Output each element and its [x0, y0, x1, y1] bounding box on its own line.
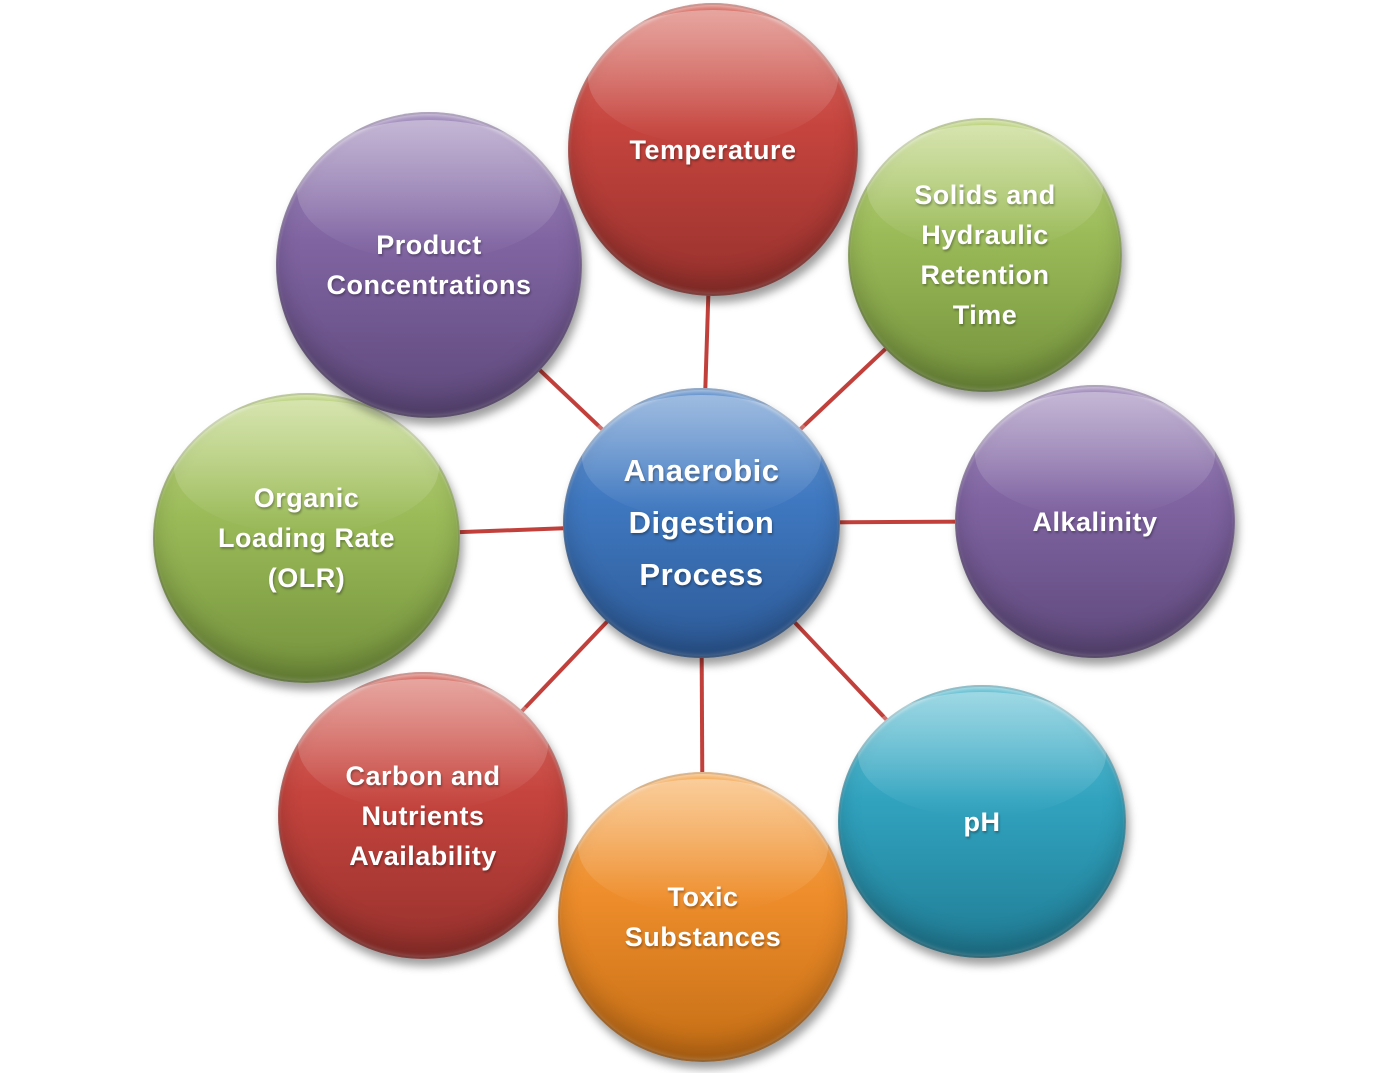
node-label: (OLR) — [267, 563, 346, 593]
node-label: Availability — [349, 840, 497, 871]
node-label: Alkalinity — [1032, 506, 1158, 537]
node-label: Carbon and — [345, 760, 501, 791]
node-product-concentrations: Product Concentrations — [276, 112, 582, 418]
node-solids-hydraulic-retention-time: Solids and Hydraulic Retention Time — [848, 118, 1122, 392]
center-node-label: Anaerobic — [623, 453, 780, 488]
node-label: Solids and — [914, 180, 1056, 210]
center-node-label: Process — [639, 557, 764, 592]
node-organic-loading-rate: Organic Loading Rate (OLR) — [153, 393, 460, 683]
node-label: Substances — [624, 922, 782, 952]
node-alkalinity: Alkalinity — [955, 385, 1235, 658]
node-label: Product — [376, 230, 482, 260]
node-temperature: Temperature — [568, 3, 858, 296]
node-label: Toxic — [667, 882, 739, 912]
center-node-label: Digestion — [628, 505, 775, 540]
node-carbon-nutrients-availability: Carbon and Nutrients Availability — [278, 672, 568, 959]
node-ph: pH — [838, 685, 1126, 958]
node-label: pH — [963, 806, 1001, 837]
node-label: Time — [952, 300, 1018, 330]
node-label: Hydraulic — [921, 220, 1049, 250]
node-label: Nutrients — [361, 800, 485, 831]
node-label: Temperature — [629, 134, 797, 165]
node-label: Retention — [920, 260, 1050, 290]
node-toxic-substances: Toxic Substances — [558, 772, 848, 1062]
node-anaerobic-digestion-process: Anaerobic Digestion Process — [563, 388, 840, 658]
node-label: Loading Rate — [217, 523, 395, 553]
node-label: Concentrations — [326, 270, 532, 300]
node-label: Organic — [253, 483, 360, 513]
